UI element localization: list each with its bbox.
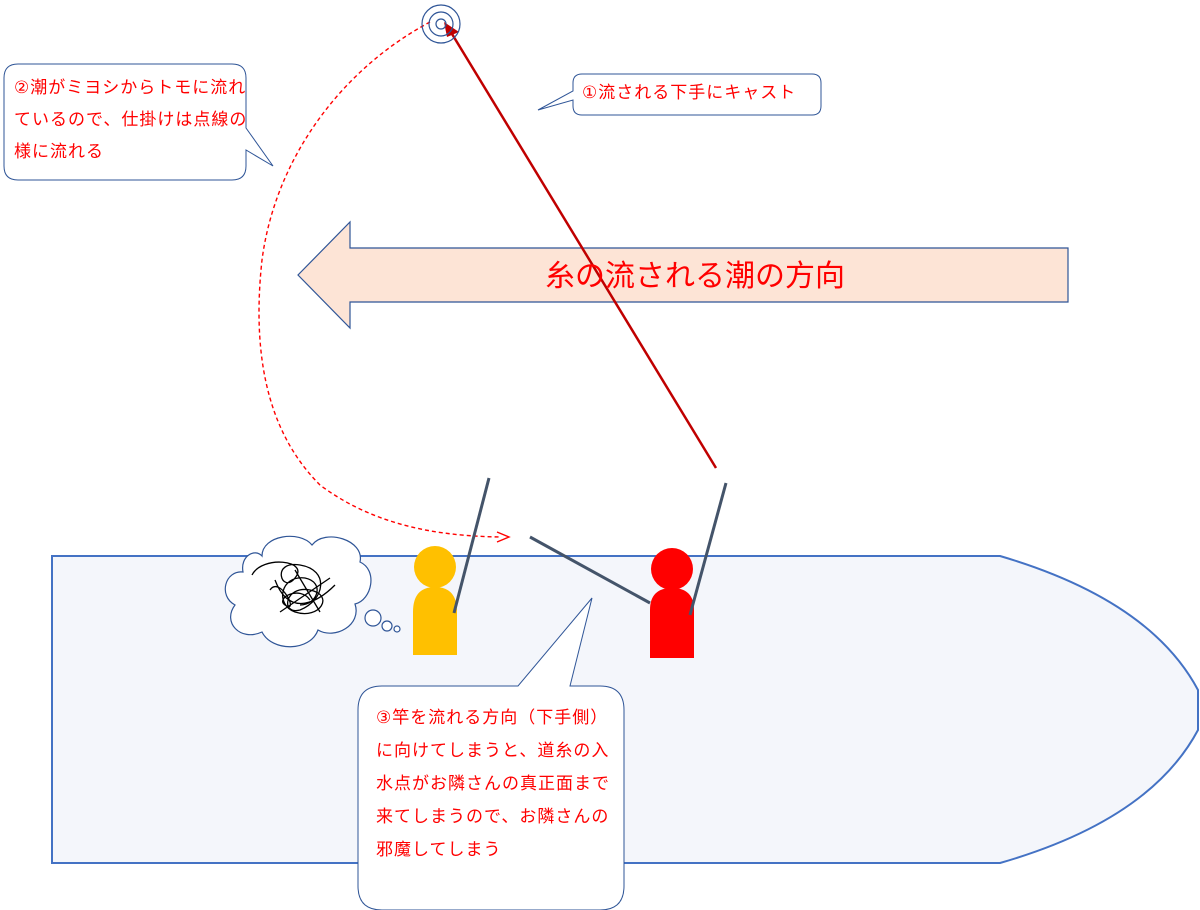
- tangled-line-icon: [251, 561, 336, 615]
- drift-path: [258, 21, 501, 538]
- right-angler: [650, 548, 694, 658]
- callout-cast-bubble: [537, 73, 822, 116]
- callout-cast-text: ①流される下手にキャスト: [582, 83, 797, 103]
- target-icon: [421, 4, 461, 44]
- callout-drift-bubble: [3, 63, 274, 181]
- boat-hull: [51, 555, 1199, 864]
- callout-rod-text: ③竿を流れる方向（下手側）に向けてしまうと、道糸の入水点がお隣さんの真正面まで来…: [376, 708, 610, 860]
- cast-line: [447, 28, 718, 469]
- drift-arrowhead: [496, 531, 511, 543]
- left-angler: [413, 546, 457, 655]
- left-angler-rod: [452, 477, 491, 614]
- callout-drift-text: ②潮がミヨシからトモに流れているので、仕掛けは点線の様に流れる: [14, 78, 248, 162]
- right-angler-rod: [688, 482, 728, 616]
- current-direction-label: 糸の流される潮の方向: [545, 259, 845, 294]
- neighbor-line: [529, 535, 651, 605]
- thought-bubble: [224, 535, 401, 648]
- current-direction-arrow: [297, 220, 1069, 330]
